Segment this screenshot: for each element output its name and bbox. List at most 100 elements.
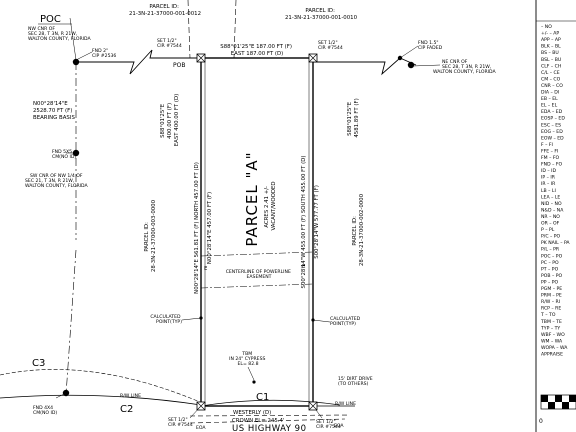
legend-item: WOPA – WA [541, 345, 568, 351]
fnd-5x5-note: FND 5X5 CM(NO ID) [52, 149, 76, 160]
legend-panel [535, 0, 576, 432]
e-left: E [204, 266, 208, 272]
leader-poc [69, 17, 77, 61]
legend-item: EOG – ED [541, 129, 563, 135]
set-cir-ne-note: SET 1/2" CIR #7544 [318, 40, 343, 51]
leader-cip-faded [399, 45, 419, 59]
legend-item: PRM – PE [541, 293, 562, 299]
powerline-line-2 [200, 283, 314, 289]
ne-corner-note: NE CNR OF SEC 28, T 3N, R 21W, WALTON CO… [433, 59, 496, 75]
legend-item: TYP – TY [540, 325, 560, 331]
legend-item: APP – AP [541, 37, 561, 43]
pob-label: POB [173, 62, 185, 69]
set-cir-marker-nw [196, 53, 206, 63]
rw-line-right-label: R/W LINE [335, 401, 356, 407]
eoa-right: EOA [334, 423, 344, 429]
legend-item: LB – LI [541, 188, 556, 194]
leader-fnd2 [75, 51, 93, 61]
legend-item: BSL – BU [541, 57, 561, 63]
legend-item: PT – PO [541, 266, 559, 272]
legend-item: APPRAISE [541, 352, 563, 358]
legend-item: P/L – PR [541, 247, 560, 253]
legend-item: EB – EL [541, 96, 558, 102]
set-cir-se-note: SET 1/2" CIR #7544 [316, 419, 341, 430]
set-cir-sw-note: SET 1/2" CIR #7544 [168, 417, 193, 428]
parcel-right-id: PARCEL ID: 28-3N-21-37000-002-0000 [352, 193, 365, 266]
parcel-subtitle: ACRES 2.41 +/- VACANT/WOODED [264, 181, 277, 230]
poc-label: POC [40, 14, 61, 25]
legend-item: IP – IR [541, 175, 556, 181]
dirt-drive-note: 15' DIRT DRIVE (TO OTHERS) [338, 376, 374, 387]
road-curve-c1 [200, 399, 341, 407]
north-bearing: S88°01'25"E 187.00 FT (F) EAST 187.00 FT… [220, 44, 293, 57]
legend-item: FND – FO [541, 162, 562, 168]
west-line-bearing: N00°28'14"E 561.81 FT (F) NORTH 457.00 F… [194, 162, 200, 294]
parcel-id-top-right: PARCEL ID: 21-3N-21-37000-001-0010 [285, 8, 358, 21]
highway-name: US HIGHWAY 90 [232, 424, 307, 432]
legend-item: N&D – NA [541, 207, 564, 213]
legend-item: ESC – ES [541, 122, 561, 128]
legend-item: OR – OF [541, 221, 560, 227]
parcel-title: PARCEL "A" [243, 151, 261, 246]
west-section-line-south [65, 249, 77, 396]
road-curve-c2 [0, 394, 202, 406]
curve-c1-label: C1 [256, 392, 269, 403]
legend-item: P/C – PO [541, 234, 561, 240]
legend-item: – NO [541, 24, 552, 30]
west-line-inner-bearing: N00°28'14"E 457.00 FT (F) [207, 192, 213, 264]
legend-item: FFE – FI [541, 148, 558, 154]
legend-item: EDA – ED [541, 109, 563, 115]
legend-item: RCP – RE [541, 306, 561, 312]
leader-tbm [247, 366, 255, 381]
found-monument-poc [72, 58, 80, 66]
legend-item: PP – PO [541, 279, 559, 285]
crown-line [189, 414, 351, 417]
leader-calc-left [181, 317, 202, 321]
cip-faded-marker [397, 55, 403, 61]
calc-point-right [311, 318, 315, 322]
scale-bar [540, 394, 576, 410]
found-monument-ne [407, 61, 415, 69]
crown-elevation: CROWN EL= 245.4' [232, 418, 284, 424]
calc-point-left [199, 316, 203, 320]
legend-item: CM – CO [541, 76, 561, 82]
legend-item: PK NAIL – PA [541, 240, 570, 246]
parcel-left-id: PARCEL ID: 28-3N-21-37000-003-0000 [144, 199, 157, 272]
legend-item: CLF – CH [541, 63, 561, 69]
legend-item: EL – EL [541, 103, 558, 109]
legend-item: TBM – TE [540, 319, 562, 325]
scale-zero: 0 [539, 418, 543, 425]
set-cir-nw-note: SET 1/2" CIR #7544 [157, 38, 182, 49]
legend-item: P – PL [541, 227, 555, 233]
legend-item: PGM – PE [541, 286, 562, 292]
sw-corner-note: SW CNR OF NW 1/4 OF SEC 21, T 3N, R 21W,… [25, 173, 88, 189]
rw-line-left-label: R/W LINE [120, 393, 141, 399]
legend-item: IR – IR [541, 181, 556, 187]
legend-item: F – FI [541, 142, 553, 148]
legend-item: BLK – BL [541, 44, 561, 50]
tbm-note: TBM IN 24" CYPRESS EL= 82.8 [229, 351, 267, 367]
legend-item: WBF – WO [541, 332, 565, 338]
leader-calc-right [312, 319, 331, 323]
curve-c3-label: C3 [32, 358, 45, 369]
right-offset-note: S88°01'25"E 4581.89 FT (F) [347, 98, 360, 137]
eoa-left: EOA [196, 425, 206, 431]
parcel-division-right [233, 0, 237, 59]
legend-item: EOW – ED [541, 135, 564, 141]
legend-item: NR – NO [541, 214, 560, 220]
found-monument-5x5 [72, 149, 80, 157]
leader-ne-cnr [412, 64, 441, 67]
legend-item: NID – NO [541, 201, 562, 207]
left-offset-note: S88°01'25"E 400.00 FT (F) EAST 400.00 FT… [160, 94, 180, 146]
westerly-label: WESTERLY (D) [233, 410, 271, 416]
legend-item: POC – PO [541, 253, 563, 259]
legend-item: +/- – AP [541, 31, 559, 37]
legend-item: FM – FO [541, 155, 559, 161]
fnd-cip-faded: FND 1.5" CIP FADED [418, 40, 443, 51]
legend-item: LEA – LE [541, 194, 560, 200]
bearing-basis-note: N00°28'14"E 2528.70 FT (F) BEARING BASIS [33, 101, 75, 121]
calc-point-left-note: CALCULATED POINT(TYP) [150, 314, 182, 325]
set-cir-marker-ne [308, 53, 318, 63]
